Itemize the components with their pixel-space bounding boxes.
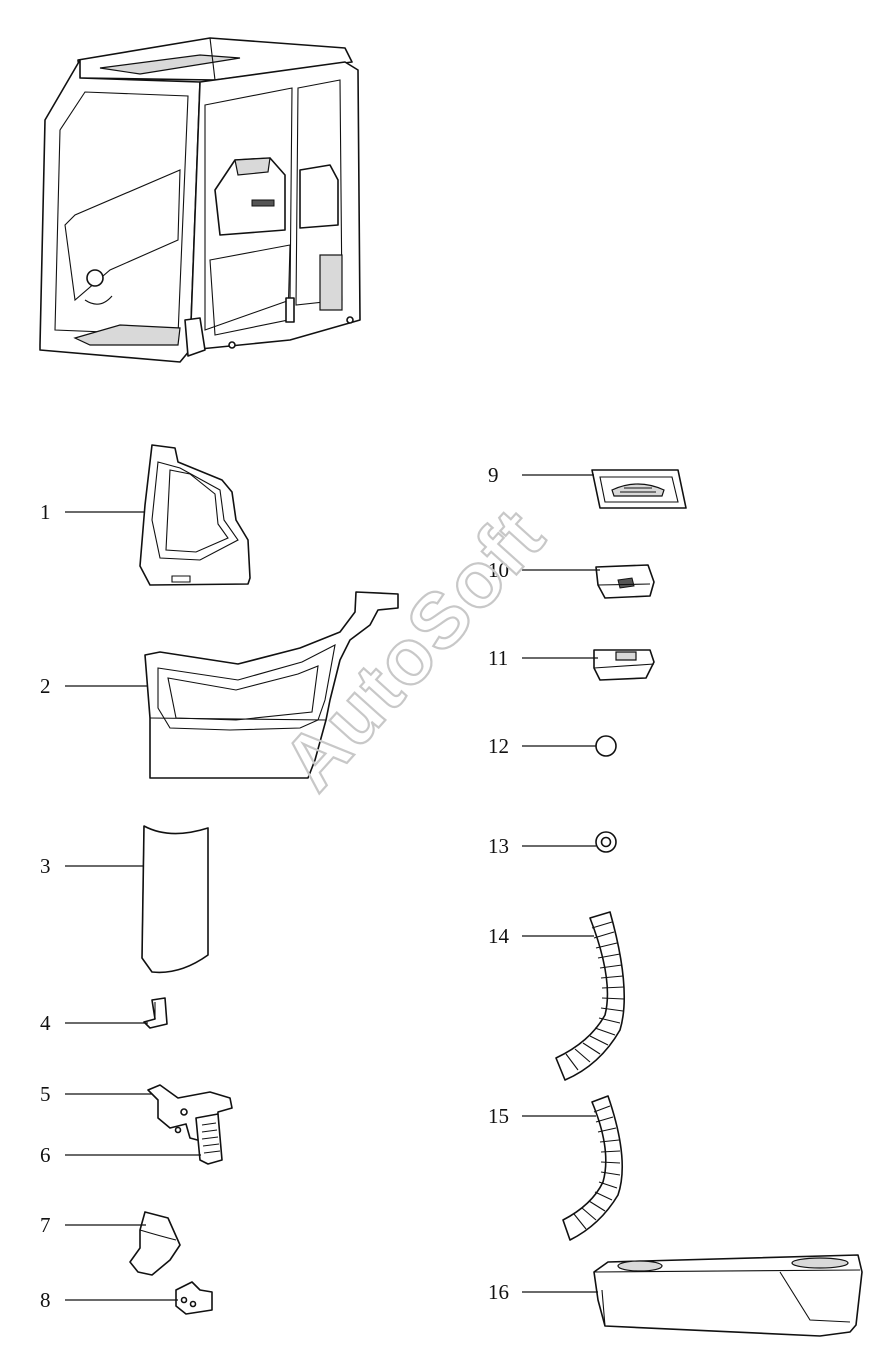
leader-lines xyxy=(65,474,600,1301)
callout-4: 4 xyxy=(40,1011,51,1035)
part-11-louver-vent xyxy=(593,649,655,681)
callout-3: 3 xyxy=(40,854,51,878)
part-9-vent-grille xyxy=(591,469,687,509)
callout-16: 16 xyxy=(488,1280,509,1304)
callout-11: 11 xyxy=(488,646,508,670)
part-10-louver-vent xyxy=(595,564,655,599)
callout-2: 2 xyxy=(40,674,51,698)
cab-assembly-illustration xyxy=(39,37,361,363)
callout-14: 14 xyxy=(488,924,510,948)
part-14-flex-duct xyxy=(555,911,626,1081)
callout-15: 15 xyxy=(488,1104,509,1128)
callout-labels: 1 2 3 4 5 6 7 8 9 10 11 12 13 14 15 16 xyxy=(40,463,510,1312)
part-8-small-bracket xyxy=(175,1281,213,1315)
part-2-side-panel xyxy=(144,591,399,779)
part-13-grommet xyxy=(595,831,617,853)
part-15-flex-duct xyxy=(562,1095,624,1241)
callout-12: 12 xyxy=(488,734,509,758)
callout-7: 7 xyxy=(40,1213,51,1237)
callout-6: 6 xyxy=(40,1143,51,1167)
callout-9: 9 xyxy=(488,463,499,487)
callout-13: 13 xyxy=(488,834,509,858)
part-5-6-bracket-assembly xyxy=(147,1084,233,1165)
callout-5: 5 xyxy=(40,1082,51,1106)
part-16-console-tray xyxy=(593,1254,863,1337)
callout-10: 10 xyxy=(488,558,509,582)
part-1-corner-trim xyxy=(139,444,251,586)
part-12-plug xyxy=(595,735,617,757)
callout-1: 1 xyxy=(40,500,51,524)
callout-8: 8 xyxy=(40,1288,51,1312)
part-4-angle-bracket xyxy=(143,997,168,1029)
part-3-pillar-cover xyxy=(141,825,209,974)
part-7-curved-cover xyxy=(129,1211,181,1276)
